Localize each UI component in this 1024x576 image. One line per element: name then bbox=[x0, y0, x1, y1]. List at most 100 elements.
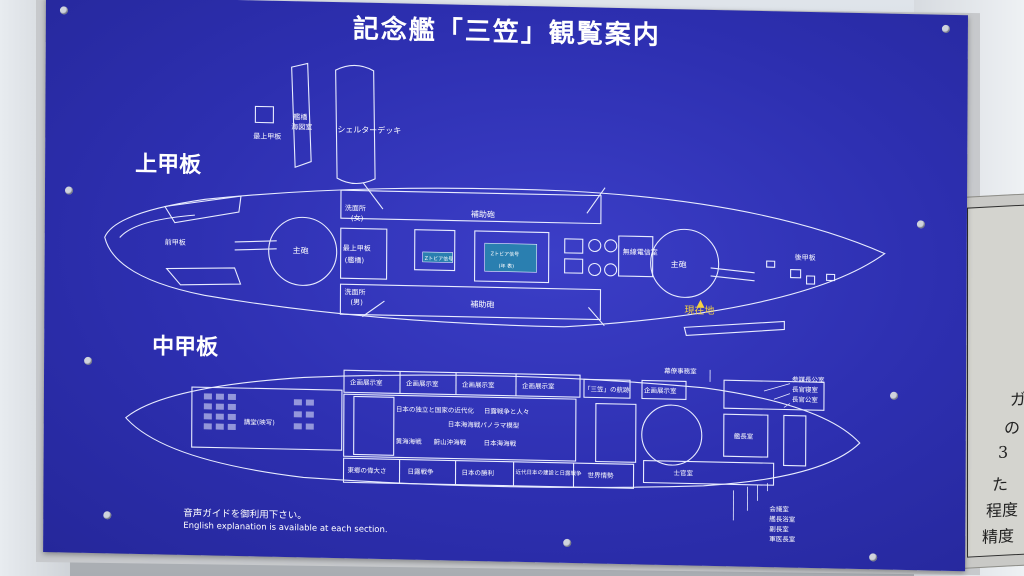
stern-cabins-top bbox=[723, 379, 825, 411]
upper-deck-text: 最上甲板 艦橋 海図室 シェルターデッキ 前甲板 主砲 洗面所 (女) 洗面所 … bbox=[165, 112, 816, 317]
side-text-2: の bbox=[1004, 417, 1021, 438]
theater-seats bbox=[203, 393, 314, 430]
bridge-label: 艦橋 bbox=[293, 112, 307, 121]
screen-room-1 bbox=[414, 229, 456, 272]
middle-deck-plan bbox=[125, 369, 861, 489]
screen-1-highlight bbox=[422, 251, 453, 263]
gun-barrel bbox=[710, 275, 755, 282]
deck-fixture bbox=[564, 238, 584, 254]
shelter-deck-outline bbox=[335, 64, 376, 185]
vertical-exhibits bbox=[595, 402, 637, 463]
exhibit-row-bottom bbox=[342, 457, 635, 489]
exhibit-room-3-label: 企画展示室 bbox=[462, 380, 495, 390]
deck-fixture bbox=[564, 258, 584, 274]
boat-davit bbox=[362, 182, 384, 210]
leader-lines bbox=[709, 369, 791, 521]
officers-room bbox=[642, 459, 775, 486]
side-text-4: た bbox=[992, 474, 1009, 495]
shelter-deck-label: シェルターデッキ bbox=[337, 124, 401, 135]
aux-gun-row-bottom bbox=[339, 283, 602, 321]
boat-davit bbox=[362, 300, 385, 318]
upper-deck-bridge-sub: (艦橋) bbox=[345, 255, 365, 264]
ship-diagram: 最上甲板 艦橋 海図室 シェルターデッキ 前甲板 主砲 洗面所 (女) 洗面所 … bbox=[104, 62, 886, 544]
bow-gun-sponson bbox=[165, 267, 242, 286]
stern-fixture bbox=[806, 275, 816, 285]
side-text-3: 3 bbox=[998, 442, 1009, 463]
exhibit-a-label: 日本の独立と国家の近代化 bbox=[396, 404, 475, 415]
upper-hull-outline bbox=[104, 187, 886, 328]
screen-2-label: Zトビア信号 bbox=[491, 250, 519, 258]
exhibit-room-4-label: 企画展示室 bbox=[522, 381, 555, 391]
stern-walk bbox=[683, 320, 785, 336]
exhibit-room-2-label: 企画展示室 bbox=[406, 379, 439, 389]
stern-fixture bbox=[766, 260, 776, 268]
exhibit-room-1-label: 企画展示室 bbox=[350, 377, 383, 387]
forward-gun-label: 主砲 bbox=[293, 245, 309, 255]
exhibit-b-label: 日露戦争と人々 bbox=[484, 406, 530, 416]
ventilator bbox=[588, 262, 602, 277]
exhibit-h-label: 日露戦争 bbox=[408, 467, 435, 477]
gun-barrel bbox=[234, 240, 277, 243]
stern-fixture bbox=[790, 269, 802, 279]
bottom-right-4-label: 軍医長室 bbox=[769, 534, 796, 544]
side-text-1: ガ bbox=[1010, 389, 1024, 410]
lavatory-women-label: 洗面所 bbox=[345, 203, 366, 212]
exhibit-e-label: 蔚山沖海戦 bbox=[434, 437, 467, 447]
lavatory-men-label: 洗面所 bbox=[344, 287, 365, 296]
exhibit-wall bbox=[353, 395, 395, 456]
screen-room-2 bbox=[473, 230, 550, 284]
bridge-outline bbox=[291, 62, 312, 168]
staff-quarters-label: 長官寝室 bbox=[792, 385, 819, 395]
screen-2-highlight bbox=[484, 242, 538, 273]
officers-room-label: 士官室 bbox=[674, 468, 694, 477]
radio-room-label: 無線電信室 bbox=[623, 247, 658, 257]
lounge-label: 長官公室 bbox=[792, 395, 819, 405]
exhibit-room-5-label: 企画展示室 bbox=[644, 386, 677, 396]
lavatory-women-sub: (女) bbox=[351, 213, 364, 222]
exhibit-k-label: 世界情勢 bbox=[588, 470, 615, 480]
gun-barrel bbox=[710, 267, 755, 274]
top-deck-label: 最上甲板 bbox=[253, 131, 281, 141]
exhibit-d-label: 黄海海戦 bbox=[396, 436, 423, 446]
mikasa-history-room bbox=[583, 378, 631, 399]
screen-1-label: Zトビア信号 bbox=[425, 255, 453, 263]
side-text-5: 程度 bbox=[986, 500, 1019, 521]
exhibit-row-top bbox=[343, 369, 581, 398]
exhibit-hall bbox=[343, 393, 577, 462]
radio-room bbox=[618, 235, 654, 278]
upper-deck-plan bbox=[104, 62, 886, 336]
theater-room bbox=[191, 386, 343, 451]
boat-davit bbox=[588, 307, 605, 327]
bow-gun-sponson bbox=[164, 195, 242, 224]
aux-gun-bottom-label: 補助砲 bbox=[470, 299, 494, 310]
gun-barrel bbox=[234, 248, 277, 251]
side-info-panel-inner: ガ の 3 た 程度 精度 bbox=[967, 203, 1024, 558]
ventilator bbox=[604, 239, 618, 253]
aft-gun-label: 主砲 bbox=[671, 259, 687, 269]
aft-turret bbox=[650, 228, 720, 298]
ventilator bbox=[588, 238, 602, 253]
middle-hull-outline bbox=[125, 374, 861, 489]
upper-deck-bridge-label: 最上甲板 bbox=[343, 243, 371, 253]
exhibit-j-label: 近代日本の建設と日露戦争 bbox=[516, 468, 583, 477]
stern-label: 後甲板 bbox=[795, 253, 816, 262]
middle-deck-text: 企画展示室 企画展示室 企画展示室 企画展示室 「三笠」の航跡 企画展示室 講堂… bbox=[244, 366, 825, 544]
captain-room bbox=[723, 413, 769, 458]
aux-gun-row-top bbox=[340, 189, 602, 225]
top-deck-box bbox=[254, 105, 274, 124]
exhibit-g-label: 東郷の偉大さ bbox=[348, 465, 387, 475]
bottom-right-3-label: 副長室 bbox=[769, 524, 789, 533]
you-are-here-label: 現在地 bbox=[684, 303, 714, 317]
bow-label: 前甲板 bbox=[165, 237, 186, 246]
barbette bbox=[641, 404, 703, 466]
chart-room-label: 海図室 bbox=[291, 122, 312, 131]
chief-of-staff-label: 参謀長公室 bbox=[792, 375, 825, 385]
exhibit-room-5 bbox=[641, 379, 687, 400]
exhibit-c-label: 日本海海戦パノラマ模型 bbox=[448, 419, 520, 430]
boat-davit bbox=[586, 187, 606, 214]
side-text-6: 精度 bbox=[982, 526, 1015, 547]
mikasa-history-label: 「三笠」の航跡 bbox=[584, 384, 630, 394]
captain-room-label: 艦長室 bbox=[734, 431, 754, 440]
stern-cabin bbox=[783, 414, 807, 467]
hull-detail bbox=[119, 214, 195, 238]
